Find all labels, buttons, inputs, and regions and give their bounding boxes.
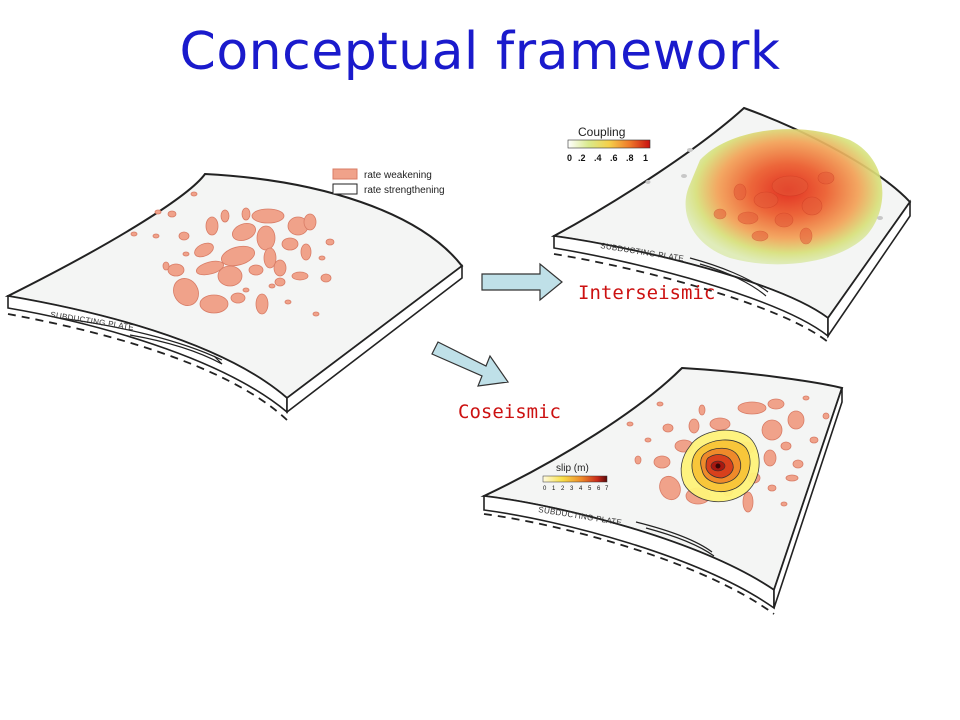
legend-strengthening-label: rate strengthening — [364, 185, 445, 196]
base-weakening-patches — [130, 191, 335, 317]
coupling-distribution — [685, 129, 883, 265]
slip-scale: slip (m) 0 1 2 3 4 5 6 7 — [542, 463, 609, 492]
interseismic-label: Interseismic — [578, 282, 715, 304]
legend-strengthening-swatch — [332, 183, 358, 195]
coseismic-label: Coseismic — [458, 401, 561, 423]
coupling-colorbar — [567, 139, 651, 149]
coseismic-panel: SUBDUCTING PLATE — [480, 366, 844, 615]
slide-title: Conceptual framework — [179, 22, 781, 82]
interseismic-arrow-icon — [481, 262, 563, 302]
base-model-panel: SUBDUCTING PLATE — [4, 168, 464, 421]
coupling-tick-1: .2 — [578, 153, 586, 163]
coseismic-arrow-icon — [431, 341, 510, 387]
coupling-tick-4: .8 — [626, 153, 634, 163]
interseismic-small-patches — [645, 148, 883, 220]
legend-weakening-label: rate weakening — [364, 170, 432, 181]
interseismic-panel: SUBDUCTING PLATE Coupling 0 .2 — [550, 106, 912, 343]
coupled-patches — [713, 171, 835, 245]
coupling-tick-0: 0 — [567, 153, 572, 163]
coupling-tick-3: .6 — [610, 153, 618, 163]
slip-tick-6: 6 — [597, 486, 601, 492]
coupling-tick-5: 1 — [643, 153, 648, 163]
slip-distribution — [680, 429, 760, 503]
slip-tick-1: 1 — [552, 486, 556, 492]
slip-tick-5: 5 — [588, 486, 592, 492]
coupling-tick-2: .4 — [594, 153, 602, 163]
slip-tick-0: 0 — [543, 486, 547, 492]
slip-tick-3: 3 — [570, 486, 574, 492]
slip-scale-title: slip (m) — [556, 463, 589, 474]
coupling-scale: Coupling 0 .2 .4 .6 .8 1 — [567, 125, 651, 163]
slip-tick-2: 2 — [561, 486, 565, 492]
slip-tick-4: 4 — [579, 486, 583, 492]
slip-tick-7: 7 — [605, 486, 609, 492]
coupling-scale-title: Coupling — [578, 125, 625, 139]
legend-weakening-swatch — [332, 168, 358, 180]
legend: rate weakening rate strengthening — [332, 168, 445, 196]
slip-colorbar — [542, 475, 608, 483]
